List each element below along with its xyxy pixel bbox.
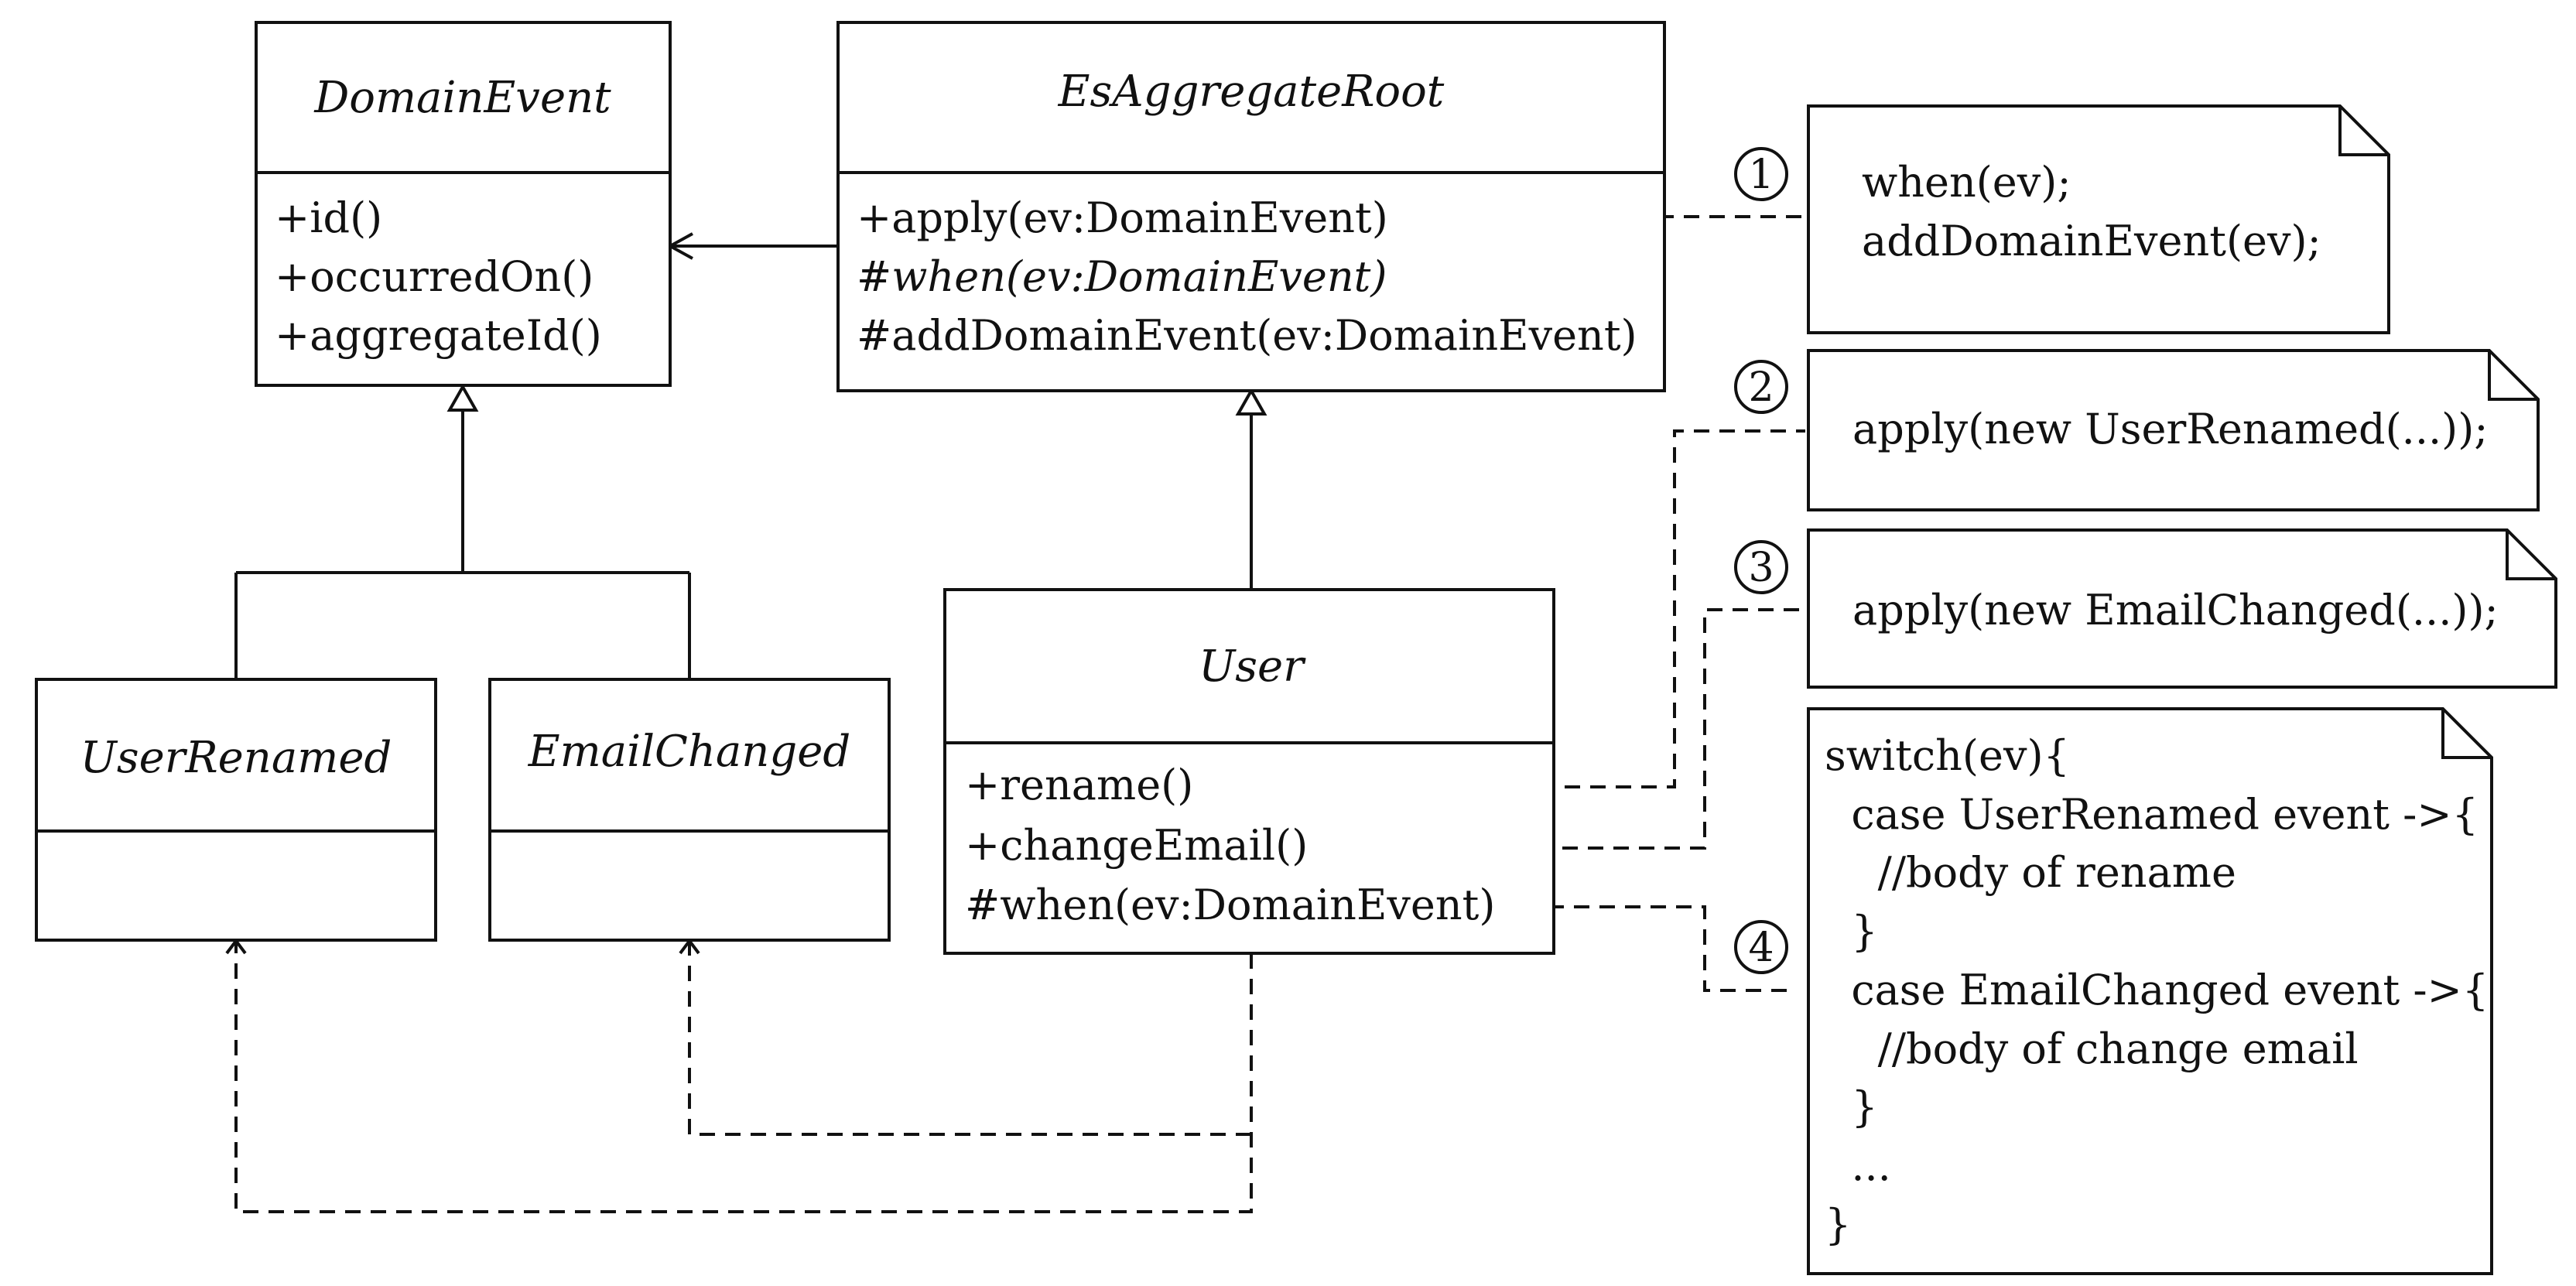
- operation-occurred-on: +occurredOn(): [275, 252, 594, 301]
- note-4-line-6: //body of change email: [1825, 1024, 2359, 1073]
- class-user[interactable]: User +rename() +changeEmail() #when(ev:D…: [943, 588, 1555, 955]
- operation-when-abstract: #when(ev:DomainEvent): [857, 252, 1387, 301]
- class-es-aggregate-root[interactable]: EsAggregateRoot +apply(ev:DomainEvent) #…: [836, 21, 1666, 392]
- class-name-user: User: [1199, 641, 1306, 692]
- marker-2-number: 2: [1748, 364, 1774, 411]
- note-4-line-9: }: [1825, 1200, 1851, 1249]
- marker-3-number: 3: [1748, 545, 1774, 591]
- marker-1-number: 1: [1748, 152, 1774, 198]
- operation-change-email: +changeEmail(): [965, 821, 1308, 870]
- operation-add-domain-event: #addDomainEvent(ev:DomainEvent): [857, 311, 1637, 360]
- generalization-triangle-domain-event: [446, 383, 479, 412]
- note-4[interactable]: switch(ev){ case UserRenamed event ->{ /…: [1807, 707, 2493, 1275]
- note-1-line-2: addDomainEvent(ev);: [1862, 217, 2321, 265]
- marker-4-number: 4: [1748, 925, 1774, 971]
- note-attachment-2: [1233, 429, 1805, 788]
- operation-aggregate-id: +aggregateId(): [275, 311, 602, 360]
- note-4-line-8: ...: [1825, 1141, 1891, 1190]
- class-name-user-renamed: UserRenamed: [80, 733, 392, 783]
- note-1[interactable]: when(ev); addDomainEvent(ev);: [1807, 104, 2390, 334]
- note-3[interactable]: apply(new EmailChanged(...));: [1807, 528, 2557, 689]
- note-4-line-5: case EmailChanged event ->{: [1825, 966, 2489, 1014]
- marker-2: 2: [1734, 360, 1788, 414]
- dependency-line-email-changed: [688, 942, 1251, 1136]
- note-3-line-1: apply(new EmailChanged(...));: [1852, 586, 2499, 634]
- class-name-es-aggregate-root: EsAggregateRoot: [1058, 67, 1445, 117]
- operation-id: +id(): [275, 193, 382, 242]
- class-user-renamed[interactable]: UserRenamed: [35, 678, 437, 942]
- generalization-line-domain-event: [234, 410, 691, 679]
- marker-3: 3: [1734, 540, 1788, 594]
- note-4-line-4: }: [1825, 907, 1878, 956]
- note-4-line-3: //body of rename: [1825, 848, 2236, 897]
- class-email-changed[interactable]: EmailChanged: [488, 678, 891, 942]
- note-4-line-2: case UserRenamed event ->{: [1825, 790, 2479, 839]
- operation-when: #when(ev:DomainEvent): [965, 881, 1495, 929]
- marker-1: 1: [1734, 147, 1788, 201]
- dependency-line-user-renamed: [234, 942, 1253, 1213]
- class-name-domain-event: DomainEvent: [313, 73, 611, 123]
- operation-apply: +apply(ev:DomainEvent): [857, 193, 1388, 242]
- generalization-triangle-aggregate-root: [1235, 387, 1267, 416]
- note-4-line-7: }: [1825, 1082, 1878, 1131]
- class-name-email-changed: EmailChanged: [528, 727, 850, 777]
- note-2[interactable]: apply(new UserRenamed(...));: [1807, 349, 2540, 511]
- note-2-line-1: apply(new UserRenamed(...));: [1852, 405, 2489, 453]
- class-domain-event[interactable]: DomainEvent +id() +occurredOn() +aggrega…: [255, 21, 672, 387]
- marker-4: 4: [1734, 920, 1788, 974]
- note-4-line-1: switch(ev){: [1825, 731, 2070, 780]
- operation-rename: +rename(): [965, 761, 1193, 809]
- note-1-line-1: when(ev);: [1862, 158, 2071, 207]
- note-attachment-4: [1548, 905, 1794, 992]
